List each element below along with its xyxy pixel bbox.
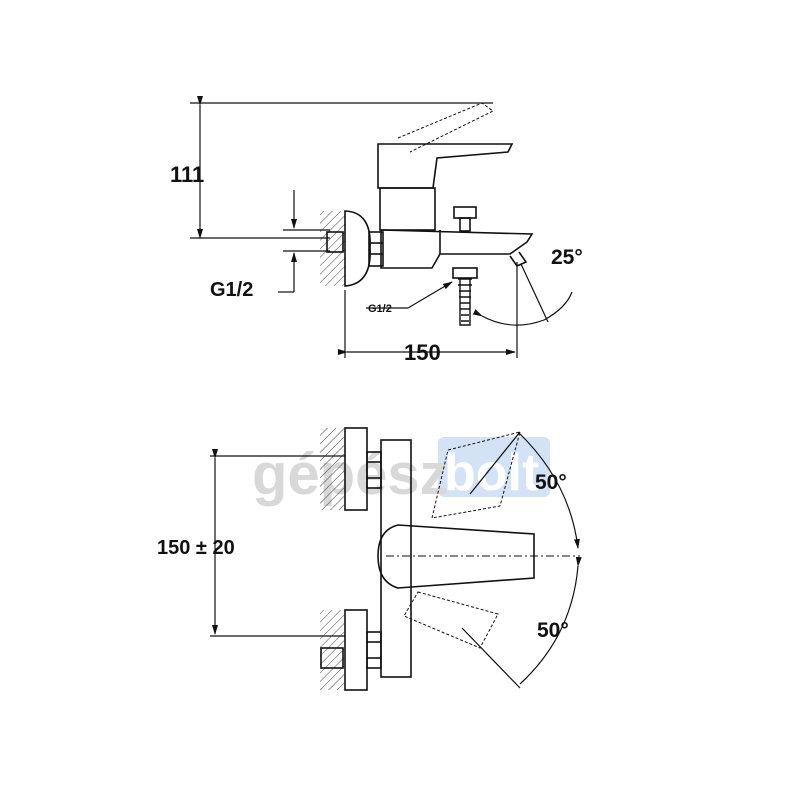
top-view (210, 427, 582, 691)
diverter-stem (459, 217, 471, 232)
body-bar-top (380, 439, 412, 678)
inlet-pipe (326, 231, 344, 253)
watermark-box (438, 437, 550, 497)
wall-hatch-side (320, 211, 345, 286)
hex-nut-side (368, 231, 384, 267)
angle-arc-down (519, 556, 582, 685)
watermark-left: gépész (252, 442, 449, 507)
label-height: 111 (170, 162, 204, 187)
hose-connector (452, 267, 478, 279)
watermark: gépész bolt (252, 437, 550, 507)
dimension-labels: 111 G1/2 G1/2 25° 150 150 ± 20 50° 50° (157, 162, 583, 642)
side-view (190, 96, 573, 358)
lever-position-down (403, 591, 499, 649)
raised-lever-dashed (397, 102, 494, 153)
label-width: 150 (404, 340, 441, 365)
spout-outlet (509, 251, 528, 267)
nut-top-lower (366, 631, 382, 669)
label-angle-up: 50° (535, 471, 567, 494)
angle-arc-25 (472, 291, 573, 326)
spout-body (380, 229, 534, 269)
label-thread-spout: G1/2 (368, 303, 392, 315)
wall-hatch-top-upper (320, 428, 344, 510)
label-angle-spout: 25° (551, 246, 583, 269)
label-center-distance: 150 ± 20 (157, 537, 235, 559)
escutcheon-top-lower (344, 609, 368, 691)
diverter-knob (453, 206, 477, 219)
pipe-top-lower (320, 647, 344, 669)
escutcheon-side (344, 210, 371, 287)
wall-hatch-top-lower (320, 610, 344, 690)
mixer-body (379, 187, 436, 231)
angle-arc-up (517, 431, 580, 549)
hose-thread (458, 278, 472, 326)
label-thread-inlet: G1/2 (210, 279, 253, 301)
label-angle-down: 50° (537, 619, 569, 642)
leader-spout-thread (407, 281, 453, 309)
watermark-right: bolt (444, 444, 539, 502)
lever-top (377, 524, 535, 589)
side-lever (377, 143, 514, 189)
lever-position-up (431, 431, 521, 519)
